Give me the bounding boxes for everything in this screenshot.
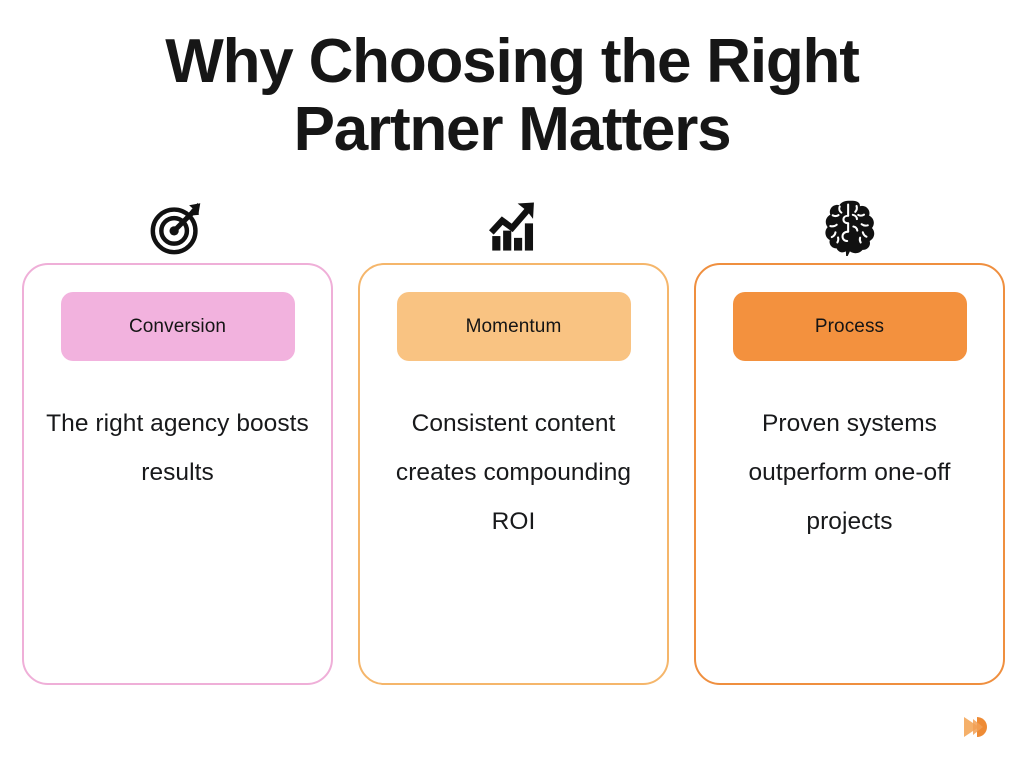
card-conversion[interactable]: Conversion The right agency boosts resul…	[22, 263, 333, 685]
badge-process: Process	[732, 292, 967, 361]
page-title: Why Choosing the Right Partner Matters	[165, 27, 860, 164]
target-icon	[147, 196, 209, 258]
brand-logo-mark[interactable]	[959, 713, 997, 741]
title-block: Why Choosing the Right Partner Matters	[0, 28, 1024, 164]
card-body-process: Proven systems outperform one-off projec…	[748, 410, 951, 535]
icon-cell-conversion	[22, 196, 333, 258]
card-row: Conversion The right agency boosts resul…	[22, 263, 1006, 685]
brain-icon	[820, 198, 880, 256]
card-body-conversion: The right agency boosts results	[46, 410, 309, 486]
icon-cell-momentum	[358, 196, 669, 258]
icon-cell-process	[694, 196, 1005, 258]
badge-momentum: Momentum	[396, 292, 631, 361]
card-process[interactable]: Process Proven systems outperform one-of…	[694, 263, 1005, 685]
badge-conversion: Conversion	[60, 292, 295, 361]
card-momentum[interactable]: Momentum Consistent content creates comp…	[358, 263, 669, 685]
chart-increasing-icon	[485, 198, 543, 256]
icon-row	[22, 196, 1006, 258]
card-body-momentum: Consistent content creates compounding R…	[395, 410, 632, 535]
